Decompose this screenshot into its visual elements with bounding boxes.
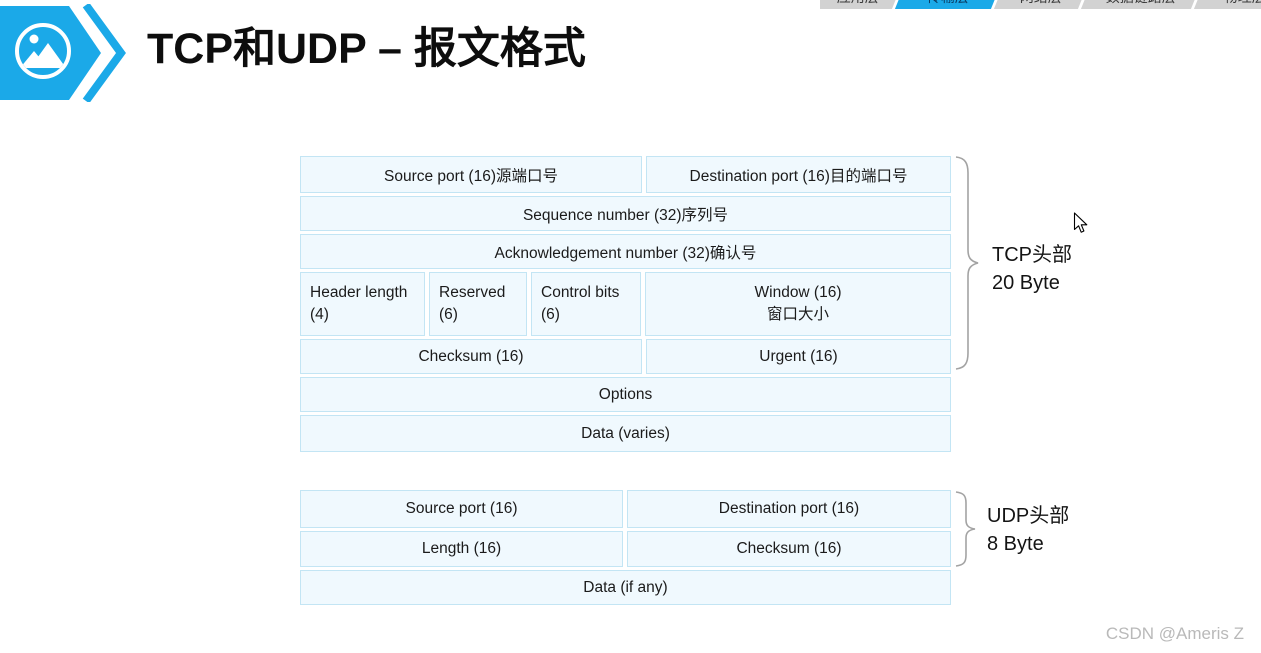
udp-cell-source-port: Source port (16) bbox=[300, 490, 623, 528]
tcp-cell-acknowledgement-number: Acknowledgement number (32)确认号 bbox=[300, 234, 951, 269]
udp-row-length: Length (16) Checksum (16) bbox=[300, 531, 951, 567]
tcp-cell-data: Data (varies) bbox=[300, 415, 951, 452]
tcp-row-ports: Source port (16)源端口号 Destination port (1… bbox=[300, 156, 951, 193]
picture-arrow-icon bbox=[0, 2, 126, 104]
top-nav-tabs: 应用层 传输层 网络层 数据链路层 物理层 bbox=[820, 0, 1261, 9]
nav-tab-physical-layer[interactable]: 物理层 bbox=[1193, 0, 1261, 9]
tcp-cell-control-bits: Control bits (6) bbox=[531, 272, 641, 336]
udp-cell-data: Data (if any) bbox=[300, 570, 951, 605]
tcp-cell-destination-port: Destination port (16)目的端口号 bbox=[646, 156, 951, 193]
page-title: TCP和UDP – 报文格式 bbox=[147, 25, 586, 73]
tcp-cell-window: Window (16) 窗口大小 bbox=[645, 272, 951, 336]
tcp-window-line2: 窗口大小 bbox=[766, 306, 829, 323]
udp-header-brace bbox=[955, 491, 976, 567]
udp-row-ports: Source port (16) Destination port (16) bbox=[300, 490, 951, 528]
tcp-cell-sequence-number: Sequence number (32)序列号 bbox=[300, 196, 951, 231]
nav-tab-label: 应用层 bbox=[837, 0, 879, 7]
watermark: CSDN @Ameris Z bbox=[1105, 624, 1244, 643]
nav-tab-network-layer[interactable]: 网络层 bbox=[993, 0, 1091, 9]
tcp-annotation-line1: TCP头部 bbox=[992, 244, 1072, 266]
tcp-row-sequence: Sequence number (32)序列号 bbox=[300, 196, 951, 231]
tcp-row-checksum: Checksum (16) Urgent (16) bbox=[300, 339, 951, 374]
udp-row-data: Data (if any) bbox=[300, 570, 951, 605]
udp-header-table: Source port (16) Destination port (16) L… bbox=[300, 490, 951, 605]
udp-cell-checksum: Checksum (16) bbox=[627, 531, 951, 567]
tcp-cell-source-port: Source port (16)源端口号 bbox=[300, 156, 642, 193]
tcp-window-line1: Window (16) bbox=[754, 283, 842, 301]
tcp-row-options: Options bbox=[300, 377, 951, 412]
udp-annotation: UDP头部 8 Byte bbox=[987, 502, 1069, 558]
tcp-annotation: TCP头部 20 Byte bbox=[992, 241, 1072, 297]
nav-tab-label: 网络层 bbox=[1020, 0, 1062, 7]
udp-annotation-line1: UDP头部 bbox=[987, 505, 1070, 527]
tcp-header-brace bbox=[955, 156, 979, 370]
tcp-cell-header-length: Header length (4) bbox=[300, 272, 425, 336]
nav-tab-label: 数据链路层 bbox=[1106, 0, 1176, 7]
tcp-row-flags: Header length (4) Reserved (6) Control b… bbox=[300, 272, 951, 336]
tcp-cell-checksum: Checksum (16) bbox=[300, 339, 642, 374]
udp-annotation-line2: 8 Byte bbox=[987, 533, 1044, 555]
tcp-row-ack: Acknowledgement number (32)确认号 bbox=[300, 234, 951, 269]
tcp-annotation-line2: 20 Byte bbox=[992, 272, 1060, 294]
tcp-cell-urgent: Urgent (16) bbox=[646, 339, 951, 374]
udp-cell-destination-port: Destination port (16) bbox=[627, 490, 951, 528]
nav-tab-label: 传输层 bbox=[927, 0, 969, 7]
nav-tab-label: 物理层 bbox=[1224, 0, 1261, 7]
top-nav-tab-strip: 应用层 传输层 网络层 数据链路层 物理层 bbox=[820, 0, 1261, 9]
mouse-cursor-icon bbox=[1073, 212, 1088, 233]
tcp-row-data: Data (varies) bbox=[300, 415, 951, 452]
slide-logo bbox=[0, 2, 132, 107]
nav-tab-application-layer[interactable]: 应用层 bbox=[820, 0, 905, 9]
tcp-cell-reserved: Reserved (6) bbox=[429, 272, 527, 336]
tcp-header-table: Source port (16)源端口号 Destination port (1… bbox=[300, 156, 951, 452]
udp-cell-length: Length (16) bbox=[300, 531, 623, 567]
tcp-cell-options: Options bbox=[300, 377, 951, 412]
nav-tab-datalink-layer[interactable]: 数据链路层 bbox=[1080, 0, 1204, 9]
nav-tab-transport-layer[interactable]: 传输层 bbox=[894, 0, 1004, 9]
